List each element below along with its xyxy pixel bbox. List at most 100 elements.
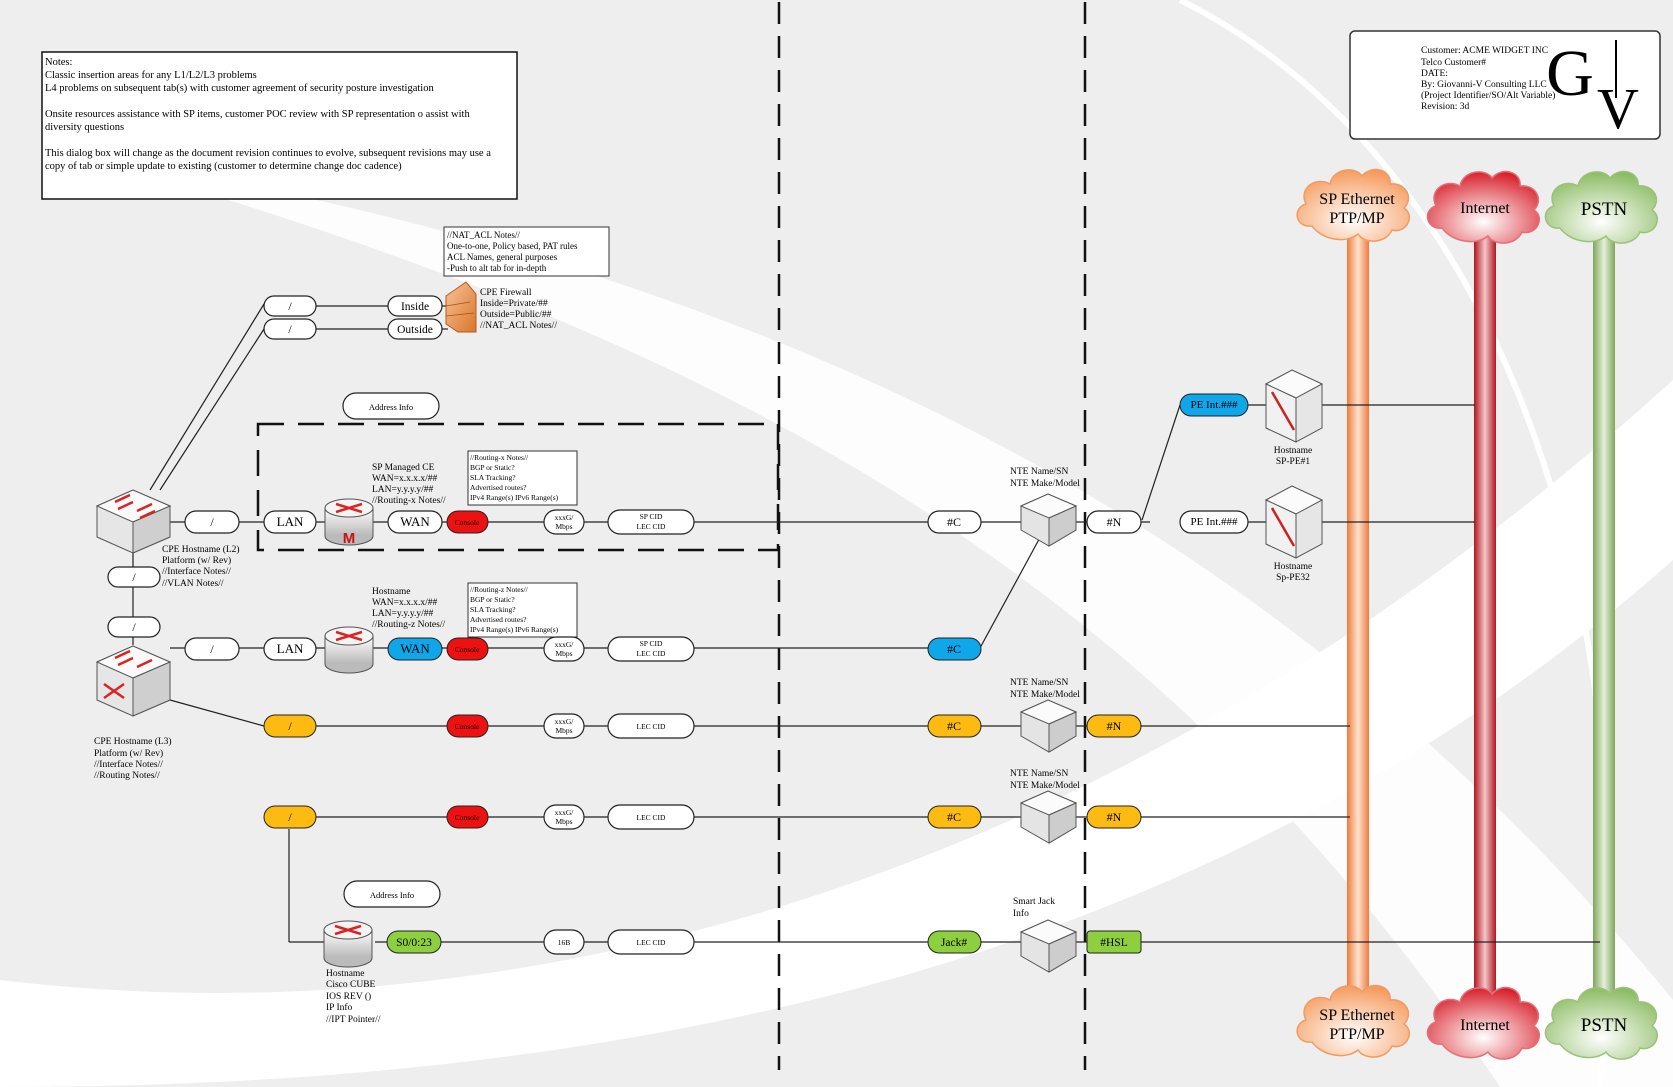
cloud-internet-bottom: Internet: [1426, 986, 1540, 1060]
notes-line: Classic insertion areas for any L1/L2/L3…: [45, 70, 257, 81]
pill-console[interactable]: Console: [446, 805, 489, 829]
pill-label: PE Int.###: [1190, 399, 1238, 411]
svg-text:CPE Firewall Inside=Priv: CPE Firewall Inside=Private/## Outside=P…: [480, 288, 557, 331]
nat-line: //NAT_ACL Notes//: [447, 230, 520, 240]
notes-line: copy of tab or simple update to existing…: [45, 161, 402, 172]
pill-label: #C: [947, 810, 961, 824]
pill-label: Console: [455, 813, 480, 822]
pill-lan[interactable]: LAN: [263, 510, 317, 534]
cpe-l3-label: CPE Hostname (L3) Platform (w/ Rev) //In…: [94, 736, 174, 781]
router-icon: [324, 626, 374, 674]
pill-jack-green[interactable]: Jack#: [927, 930, 982, 954]
pill-console[interactable]: Console: [446, 637, 489, 661]
pill-16b[interactable]: 16B: [543, 929, 585, 955]
nat-line: One-to-one, Policy based, PAT rules: [447, 241, 578, 251]
pill-label: WAN: [400, 514, 430, 529]
router-icon: M: [324, 498, 374, 547]
pill-slash[interactable]: /: [107, 616, 161, 638]
sp-managed-zone: [256, 422, 780, 552]
sp-ce-label: SP Managed CE WAN=x.x.x.x/## LAN=y.y.y.y…: [372, 463, 446, 506]
cube-router-icon: [323, 920, 373, 968]
notes-line: Onsite resources assistance with SP item…: [45, 109, 470, 120]
firewall-line: Inside=Private/##: [480, 299, 548, 309]
address-info-pill[interactable]: Address Info: [343, 880, 441, 908]
pill-pe-int-blue[interactable]: PE Int.###: [1179, 393, 1249, 417]
cloud-label: PSTN: [1581, 1015, 1628, 1036]
pill-c-tag[interactable]: #C: [927, 510, 982, 534]
pill-n-tag[interactable]: #N: [1086, 510, 1142, 534]
address-info-pill[interactable]: Address Info: [342, 392, 440, 420]
pill-c-tag-amber[interactable]: #C: [927, 805, 982, 829]
cloud-label: PTP/MP: [1329, 210, 1384, 227]
title-line: By: Giovanni-V Consulting LLC: [1421, 80, 1547, 90]
pill-label: LAN: [277, 641, 304, 656]
notes-line: Notes:: [45, 57, 72, 68]
pill-slash[interactable]: /: [184, 637, 240, 661]
pill-wan-blue[interactable]: WAN: [387, 637, 443, 661]
nat-line: -Push to alt tab for in-depth: [447, 263, 547, 273]
pill-c-tag-amber[interactable]: #C: [927, 714, 982, 738]
title-line: DATE:: [1421, 69, 1448, 79]
pill-label: /: [210, 642, 214, 656]
pill-label: Jack#: [941, 937, 967, 949]
pill-s0-green[interactable]: S0/0:23: [386, 930, 442, 954]
pill-slash[interactable]: /: [263, 318, 317, 340]
pill-console[interactable]: Console: [446, 510, 489, 534]
pill-n-tag-amber[interactable]: #N: [1086, 805, 1142, 829]
pe-router-icon: [1264, 369, 1324, 443]
pill-slash-amber[interactable]: /: [263, 714, 317, 738]
cloud-label: PSTN: [1581, 199, 1628, 220]
pill-label: #N: [1107, 719, 1122, 733]
pill-label: xxxG/Mbps: [555, 513, 575, 531]
pill-hsl-green[interactable]: #HSL: [1086, 930, 1142, 954]
pill-slash[interactable]: /: [107, 566, 161, 588]
pill-label: /: [132, 570, 136, 584]
pill-slash[interactable]: /: [263, 295, 317, 317]
pill-n-tag-amber[interactable]: #N: [1086, 714, 1142, 738]
pill-speed[interactable]: xxxG/Mbps: [543, 713, 585, 739]
pill-label: LEC CID: [637, 813, 667, 822]
pill-label: #C: [947, 515, 961, 529]
pill-console[interactable]: Console: [446, 714, 489, 738]
notes-box: Notes: Classic insertion areas for any L…: [41, 51, 518, 200]
pill-c-tag-blue[interactable]: #C: [927, 637, 982, 661]
pill-lec-cid[interactable]: LEC CID: [607, 713, 695, 739]
pill-speed[interactable]: xxxG/Mbps: [543, 509, 585, 535]
firewall-label: CPE Firewall Inside=Private/## Outside=P…: [480, 288, 557, 331]
pill-inside[interactable]: Inside: [387, 295, 443, 317]
pill-slash-amber[interactable]: /: [263, 805, 317, 829]
pill-pe-int[interactable]: PE Int.###: [1179, 510, 1249, 534]
title-line: (Project Identifier/SO/Alt Variable): [1421, 90, 1555, 101]
pill-lec-cid[interactable]: LEC CID: [607, 804, 695, 830]
nat-acl-notes: //NAT_ACL Notes// One-to-one, Policy bas…: [443, 226, 610, 277]
pill-outside[interactable]: Outside: [387, 318, 443, 340]
pill-wan[interactable]: WAN: [387, 510, 443, 534]
pill-label: Console: [455, 722, 480, 731]
nte-device-icon: [1019, 493, 1078, 547]
pill-lec-cid[interactable]: LEC CID: [607, 929, 695, 955]
pill-speed[interactable]: xxxG/Mbps: [543, 804, 585, 830]
title-block: Customer: ACME WIDGET INC Telco Customer…: [1349, 30, 1661, 141]
cpe-l2-label: CPE Hostname (L2) Platform (w/ Rev) //In…: [162, 544, 242, 589]
pill-label: LEC CID: [637, 938, 667, 947]
pill-label: /: [288, 322, 292, 336]
cube-label: Hostname Cisco CUBE IOS REV () IP Info /…: [326, 969, 381, 1025]
pill-slash[interactable]: /: [184, 510, 240, 534]
pill-label: Console: [455, 518, 480, 527]
pill-label: 16B: [558, 938, 571, 947]
nte-device-icon: [1019, 699, 1078, 753]
pill-lan[interactable]: LAN: [263, 637, 317, 661]
pill-label: /: [288, 299, 292, 313]
cloud-pstn-top: PSTN: [1544, 170, 1658, 244]
l3-switch-icon: [95, 645, 172, 717]
pill-speed[interactable]: xxxG/Mbps: [543, 636, 585, 662]
svg-text://Routing-x Notes// BGP: //Routing-x Notes// BGP or Static? SLA T…: [470, 453, 559, 502]
pill-label: Inside: [401, 301, 429, 313]
svg-text:G: G: [1546, 37, 1594, 110]
